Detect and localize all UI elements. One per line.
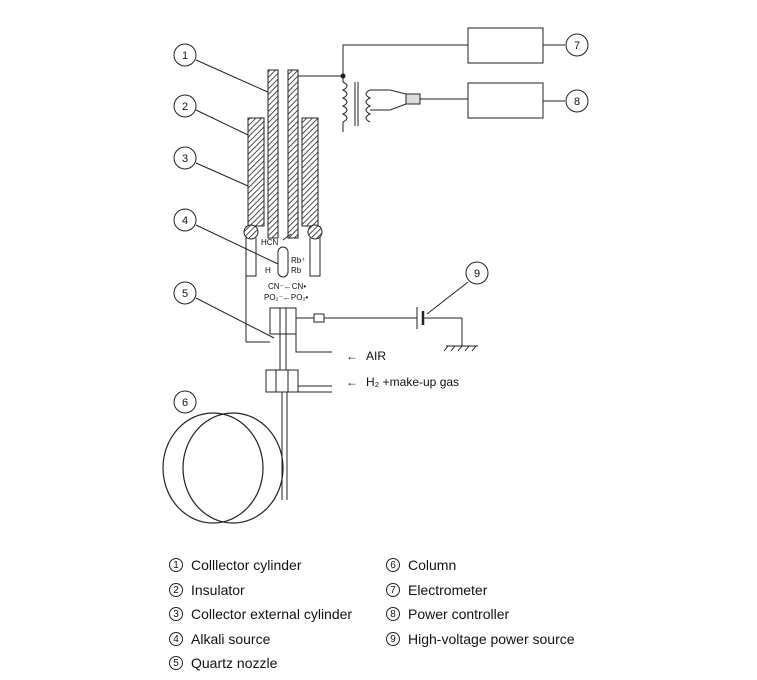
collector-external-cylinder — [243, 224, 323, 343]
alkali-source — [277, 246, 289, 278]
inlet-labels: ← AIR ← H₂ +make-up gas — [346, 349, 459, 389]
svg-text:H: H — [265, 266, 271, 275]
svg-text:8: 8 — [574, 96, 580, 108]
svg-text:HCN: HCN — [261, 238, 279, 247]
svg-text:4: 4 — [182, 215, 188, 227]
callout-6: 6 — [173, 390, 197, 414]
callout-leaders — [195, 44, 565, 339]
quartz-nozzle — [265, 307, 332, 500]
flame-region-labels: HCN H Rb⁺ Rb CN⁻←CN• PO₂⁻←PO₂• — [261, 233, 309, 302]
power-controller-box — [467, 82, 544, 119]
callout-1: 1 — [173, 43, 197, 67]
svg-text:3: 3 — [182, 153, 188, 165]
svg-text:PO₂⁻←PO₂•: PO₂⁻←PO₂• — [264, 293, 309, 302]
svg-text:6: 6 — [182, 397, 188, 409]
svg-text:9: 9 — [474, 268, 480, 280]
svg-text:5: 5 — [182, 288, 188, 300]
insulator — [247, 117, 319, 227]
electrometer-box — [467, 27, 544, 64]
gas-arrow: ← — [346, 375, 358, 389]
gas-label: H₂ +make-up gas — [366, 375, 459, 389]
svg-text:CN⁻←CN•: CN⁻←CN• — [268, 282, 306, 291]
svg-text:Rb⁺: Rb⁺ — [291, 256, 305, 265]
air-arrow: ← — [346, 349, 358, 363]
transformer-and-leads — [298, 44, 468, 132]
callout-7: 7 — [565, 33, 589, 57]
high-voltage-circuit — [296, 307, 478, 352]
column-coil — [162, 412, 284, 524]
callout-9: 9 — [465, 261, 489, 285]
air-label: AIR — [366, 349, 386, 363]
callout-4: 4 — [173, 208, 197, 232]
callout-8: 8 — [565, 89, 589, 113]
callout-3: 3 — [173, 146, 197, 170]
svg-text:7: 7 — [574, 40, 580, 52]
svg-text:Rb: Rb — [291, 266, 302, 275]
svg-text:1: 1 — [182, 50, 188, 62]
callout-5: 5 — [173, 281, 197, 305]
svg-text:2: 2 — [182, 101, 188, 113]
callout-2: 2 — [173, 94, 197, 118]
callout-circles: 1 2 3 4 5 6 7 8 9 — [173, 33, 589, 414]
collector-cylinder — [267, 69, 299, 239]
